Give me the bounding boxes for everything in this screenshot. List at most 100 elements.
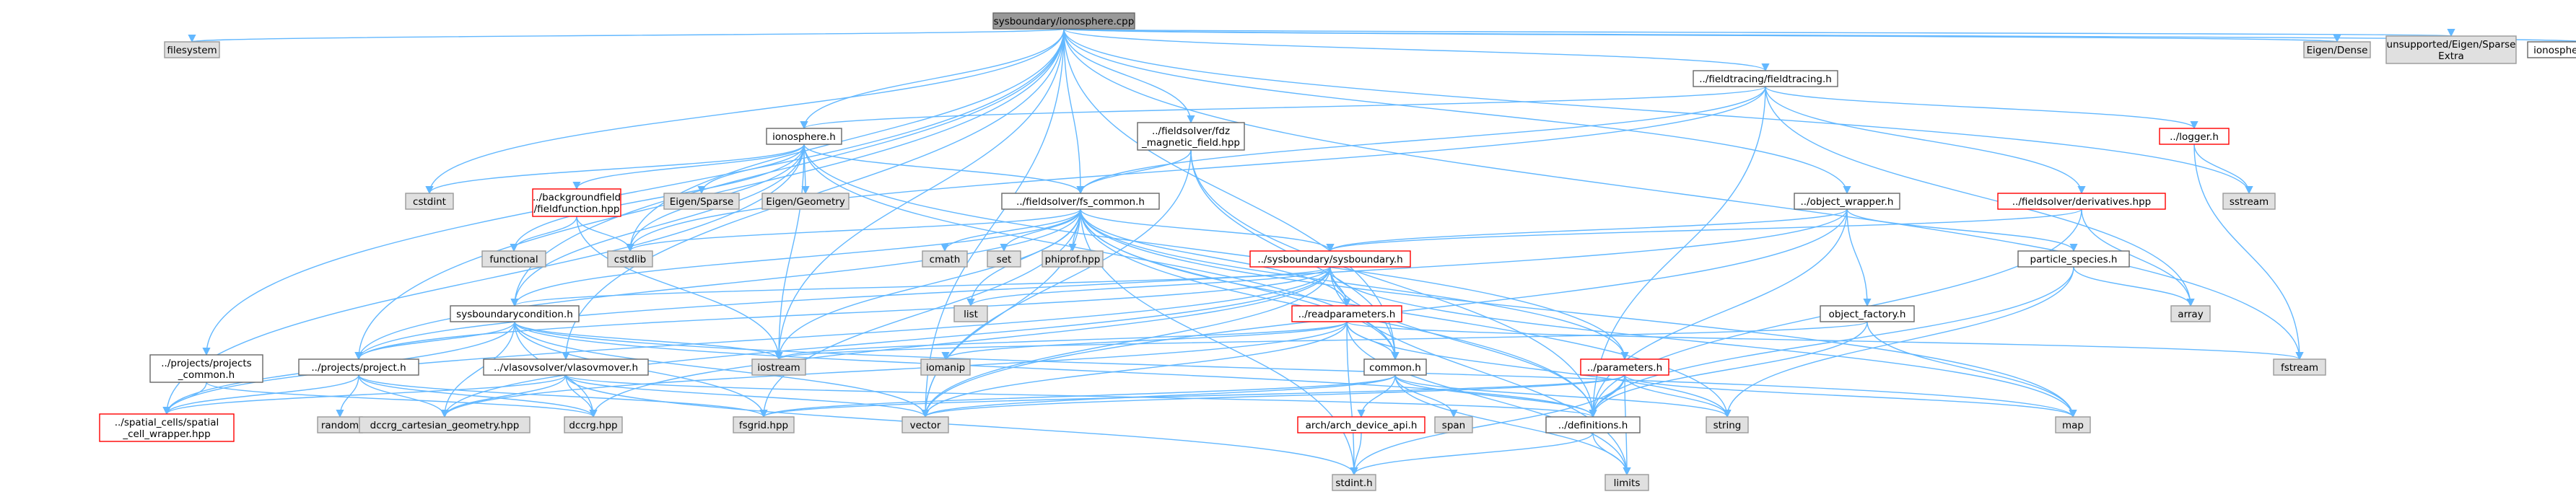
node-label-logger-0: ../logger.h [2170, 131, 2219, 143]
edge-object_factory-to-definitions [1589, 321, 1868, 418]
node-sysboundarycondition[interactable]: sysboundarycondition.h [450, 305, 580, 322]
node-label-iostream-0: iostream [757, 362, 800, 374]
edge-fdz-to-vector [921, 149, 1192, 418]
edge-particle_species-to-definitions [1589, 266, 2074, 418]
edge-derivatives-to-array [2081, 208, 2195, 307]
node-sysboundary_h[interactable]: ../sysboundary/sysboundary.h [1249, 250, 1411, 268]
node-readparameters[interactable]: ../readparameters.h [1291, 305, 1402, 322]
edge-ionosphere_h-to-parameters [803, 144, 1629, 361]
node-ionosphere_tables[interactable]: ionosphere_tables.h [2527, 41, 2576, 58]
node-box-limits [1604, 474, 1649, 491]
node-logger[interactable]: ../logger.h [2159, 128, 2230, 145]
node-box-readparameters [1291, 305, 1402, 322]
node-label-derivatives-0: ../fieldsolver/derivatives.hpp [2012, 196, 2152, 208]
node-project_h[interactable]: ../projects/project.h [298, 358, 419, 376]
node-label-functional-0: functional [489, 254, 538, 265]
edge-sysboundary_h-to-dccrg [589, 266, 1331, 418]
edge-root-to-filesystem [188, 28, 1065, 43]
node-label-array-0: array [2178, 309, 2203, 320]
node-spatial_cell[interactable]: ../spatial_cells/spatial_cell_wrapper.hp… [99, 413, 235, 442]
node-box-fs_common [1001, 193, 1160, 210]
node-fdz[interactable]: ../fieldsolver/fdz_magnetic_field.hpp [1137, 122, 1245, 151]
node-box-set [987, 250, 1021, 268]
edge-project_h-to-spatial_cell [162, 374, 359, 415]
edge-sysboundary_h-to-list [966, 266, 1331, 307]
node-definitions[interactable]: ../definitions.h [1545, 416, 1641, 433]
node-label-backgroundfield-1: /fieldfunction.hpp [534, 203, 620, 215]
node-label-list-0: list [964, 309, 978, 320]
node-box-definitions [1545, 416, 1641, 433]
node-label-set-0: set [997, 254, 1012, 265]
edge-sysboundary_h-to-spatial_cell [162, 266, 1331, 415]
node-eigen_geometry: Eigen/Geometry [761, 193, 850, 210]
node-set: set [987, 250, 1021, 268]
node-dccrg: dccrg.hpp [564, 416, 623, 433]
node-box-stdint [1332, 474, 1376, 491]
node-parameters[interactable]: ../parameters.h [1580, 358, 1669, 376]
node-box-array [2170, 305, 2211, 322]
node-label-eigen_sparse_extra-0: unsupported/Eigen/Sparse [2387, 39, 2516, 50]
node-box-map [2055, 416, 2091, 433]
edge-readparameters-to-iostream [774, 321, 1348, 361]
node-backgroundfield[interactable]: ../backgroundfield/fieldfunction.hpp [532, 188, 621, 217]
node-ionosphere_h[interactable]: ionosphere.h [766, 128, 842, 145]
node-label-fdz-0: ../fieldsolver/fdz [1152, 126, 1230, 137]
edge-fs_common-to-cmath [940, 208, 1081, 252]
edge-vlasovmover-to-dccrg_cart [440, 374, 567, 418]
edge-ionosphere_h-to-functional [510, 144, 805, 252]
edge-root-to-fieldtracing [1063, 28, 1770, 72]
edge-vlasovmover-to-spatial_cell [162, 374, 567, 415]
edge-object_wrapper-to-definitions [1589, 208, 1848, 418]
node-label-sysboundarycondition-0: sysboundarycondition.h [456, 309, 573, 320]
node-string: string [1706, 416, 1749, 433]
node-object_wrapper[interactable]: ../object_wrapper.h [1794, 193, 1900, 210]
node-vector: vector [901, 416, 949, 433]
edge-project_h-to-dccrg [358, 374, 598, 418]
node-box-phiprof [1042, 250, 1104, 268]
edge-readparameters-to-stdint [1346, 321, 1358, 476]
node-fieldtracing[interactable]: ../fieldtracing/fieldtracing.h [1693, 70, 1838, 87]
node-label-object_factory-0: object_factory.h [1829, 309, 1906, 320]
node-box-root [992, 12, 1135, 30]
edge-fs_common-to-iostream [774, 208, 1081, 361]
edge-common_h-to-definitions [1394, 374, 1597, 418]
edge-fs_common-to-project_h [354, 208, 1081, 361]
node-label-span-0: span [1442, 420, 1465, 431]
edge-root-to-ionosphere_h [800, 28, 1065, 130]
edge-vlasovmover-to-vector [565, 374, 930, 418]
node-label-ionosphere_tables-0: ionosphere_tables.h [2533, 45, 2576, 56]
edge-object_wrapper-to-object_factory [1846, 208, 1872, 307]
node-vlasovmover[interactable]: ../vlasovsolver/vlasovmover.h [483, 358, 649, 376]
edge-fieldtracing-to-fs_common [1076, 86, 1766, 195]
node-box-object_wrapper [1794, 193, 1900, 210]
node-dccrg_cart: dccrg_cartesian_geometry.hpp [359, 416, 531, 433]
node-arch[interactable]: arch/arch_device_api.h [1297, 416, 1425, 433]
edge-root-to-cstdlib [626, 28, 1065, 252]
edge-common_h-to-span [1394, 374, 1458, 418]
node-derivatives[interactable]: ../fieldsolver/derivatives.hpp [1997, 193, 2166, 210]
node-label-spatial_cell-1: _cell_wrapper.hpp [122, 428, 210, 440]
node-common_h[interactable]: common.h [1363, 358, 1427, 376]
node-box-string [1706, 416, 1749, 433]
node-box-parameters [1580, 358, 1669, 376]
edge-derivatives-to-sysboundary_h [1326, 208, 2082, 252]
node-label-common_h-0: common.h [1369, 362, 1421, 374]
edge-root-to-sysboundarycondition [510, 28, 1065, 307]
edge-sysboundary_h-to-vector [921, 266, 1331, 418]
node-object_factory[interactable]: object_factory.h [1820, 305, 1915, 322]
edge-root-to-cstdint [425, 28, 1065, 195]
edge-root-to-object_wrapper [1063, 28, 1851, 195]
node-box-filesystem [164, 41, 220, 58]
edge-fieldtracing-to-definitions [1589, 86, 1766, 418]
node-fs_common[interactable]: ../fieldsolver/fs_common.h [1001, 193, 1160, 210]
node-root[interactable]: sysboundary/ionosphere.cpp [992, 12, 1135, 30]
node-label-backgroundfield-0: ../backgroundfield [533, 192, 621, 203]
node-particle_species[interactable]: particle_species.h [2017, 250, 2130, 268]
node-label-stdint-0: stdint.h [1335, 477, 1372, 489]
edge-fs_common-to-readparameters [1080, 208, 1351, 307]
edge-parameters-to-fsgrid [759, 374, 1625, 418]
node-cmath: cmath [922, 250, 968, 268]
node-projects_common[interactable]: ../projects/projects_common.h [149, 354, 263, 383]
node-box-dccrg [564, 416, 623, 433]
node-label-definitions-0: ../definitions.h [1558, 420, 1628, 431]
